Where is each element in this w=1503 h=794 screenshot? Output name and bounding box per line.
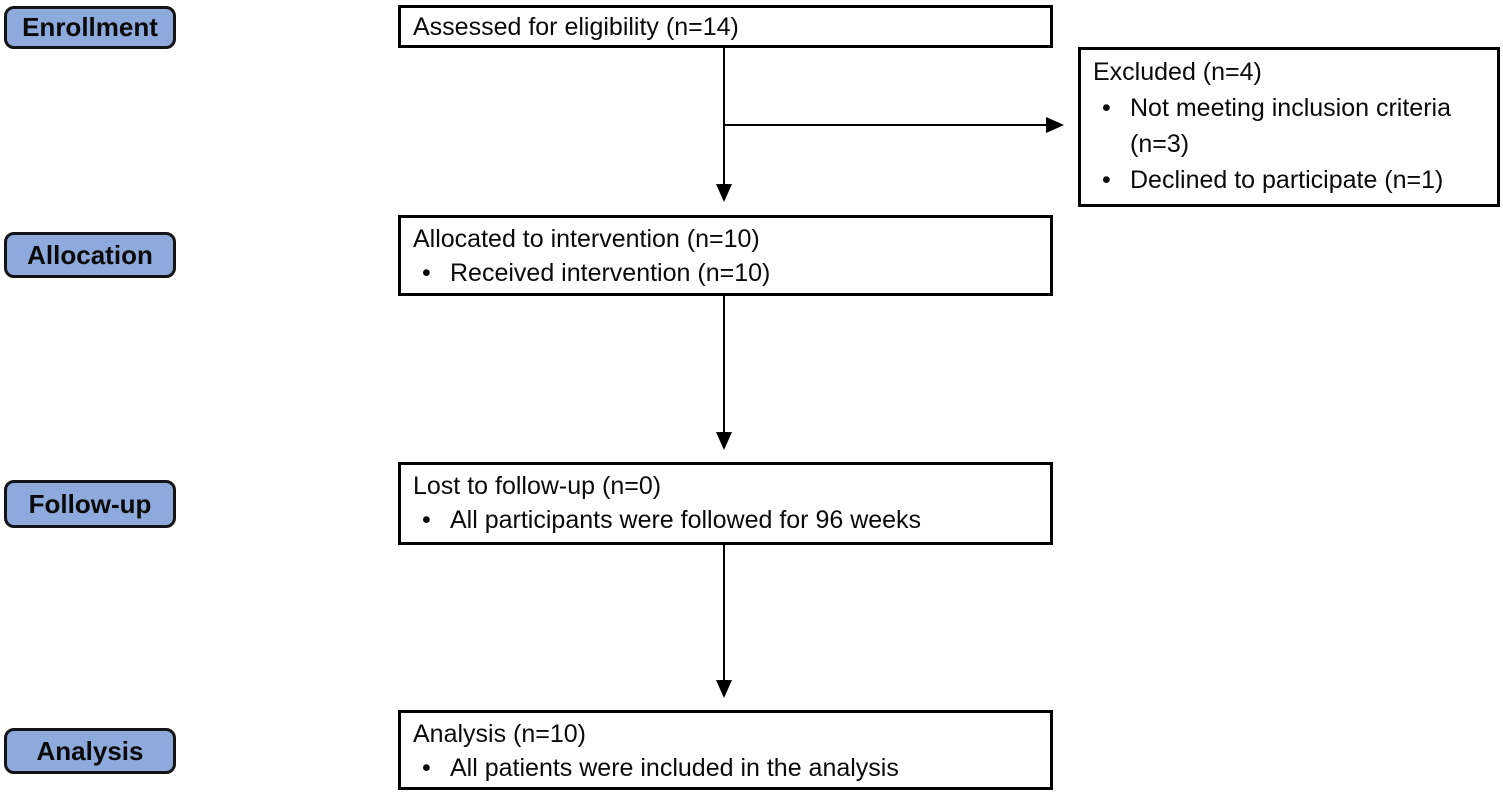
bullet-text: Not meeting inclusion criteria (n=3) bbox=[1130, 94, 1451, 158]
box-title: Assessed for eligibility (n=14) bbox=[413, 12, 739, 41]
box-excluded: Excluded (n=4) Not meeting inclusion cri… bbox=[1078, 47, 1500, 207]
box-title: Lost to follow-up (n=0) bbox=[413, 472, 662, 500]
box-lost-to-followup: Lost to follow-up (n=0) All participants… bbox=[398, 462, 1053, 545]
box-allocated-to-intervention: Allocated to intervention (n=10) Receive… bbox=[398, 215, 1053, 296]
bullet-text: Declined to participate (n=1) bbox=[1130, 166, 1444, 194]
bullet-item: Not meeting inclusion criteria (n=3) bbox=[1093, 90, 1487, 162]
box-analysis: Analysis (n=10) All patients were includ… bbox=[398, 710, 1053, 790]
bullet-item: All patients were included in the analys… bbox=[413, 751, 1040, 785]
box-title: Analysis (n=10) bbox=[413, 720, 586, 748]
stage-badge-analysis: Analysis bbox=[4, 728, 176, 774]
box-title: Excluded (n=4) bbox=[1093, 58, 1262, 86]
box-assessed-for-eligibility: Assessed for eligibility (n=14) bbox=[398, 5, 1053, 48]
bullet-item: Received intervention (n=10) bbox=[413, 256, 1040, 290]
bullet-text: All participants were followed for 96 we… bbox=[450, 506, 922, 534]
stage-label: Analysis bbox=[36, 735, 144, 766]
bullet-item: Declined to participate (n=1) bbox=[1093, 162, 1487, 198]
stage-label: Follow-up bbox=[28, 488, 152, 519]
stage-label: Allocation bbox=[27, 239, 153, 270]
stage-label: Enrollment bbox=[22, 12, 158, 42]
stage-badge-enrollment: Enrollment bbox=[4, 6, 176, 49]
bullet-item: All participants were followed for 96 we… bbox=[413, 503, 1040, 537]
bullet-text: All patients were included in the analys… bbox=[450, 754, 899, 782]
stage-badge-allocation: Allocation bbox=[4, 232, 176, 278]
box-title: Allocated to intervention (n=10) bbox=[413, 225, 760, 253]
bullet-text: Received intervention (n=10) bbox=[450, 259, 771, 287]
stage-badge-followup: Follow-up bbox=[4, 480, 176, 528]
